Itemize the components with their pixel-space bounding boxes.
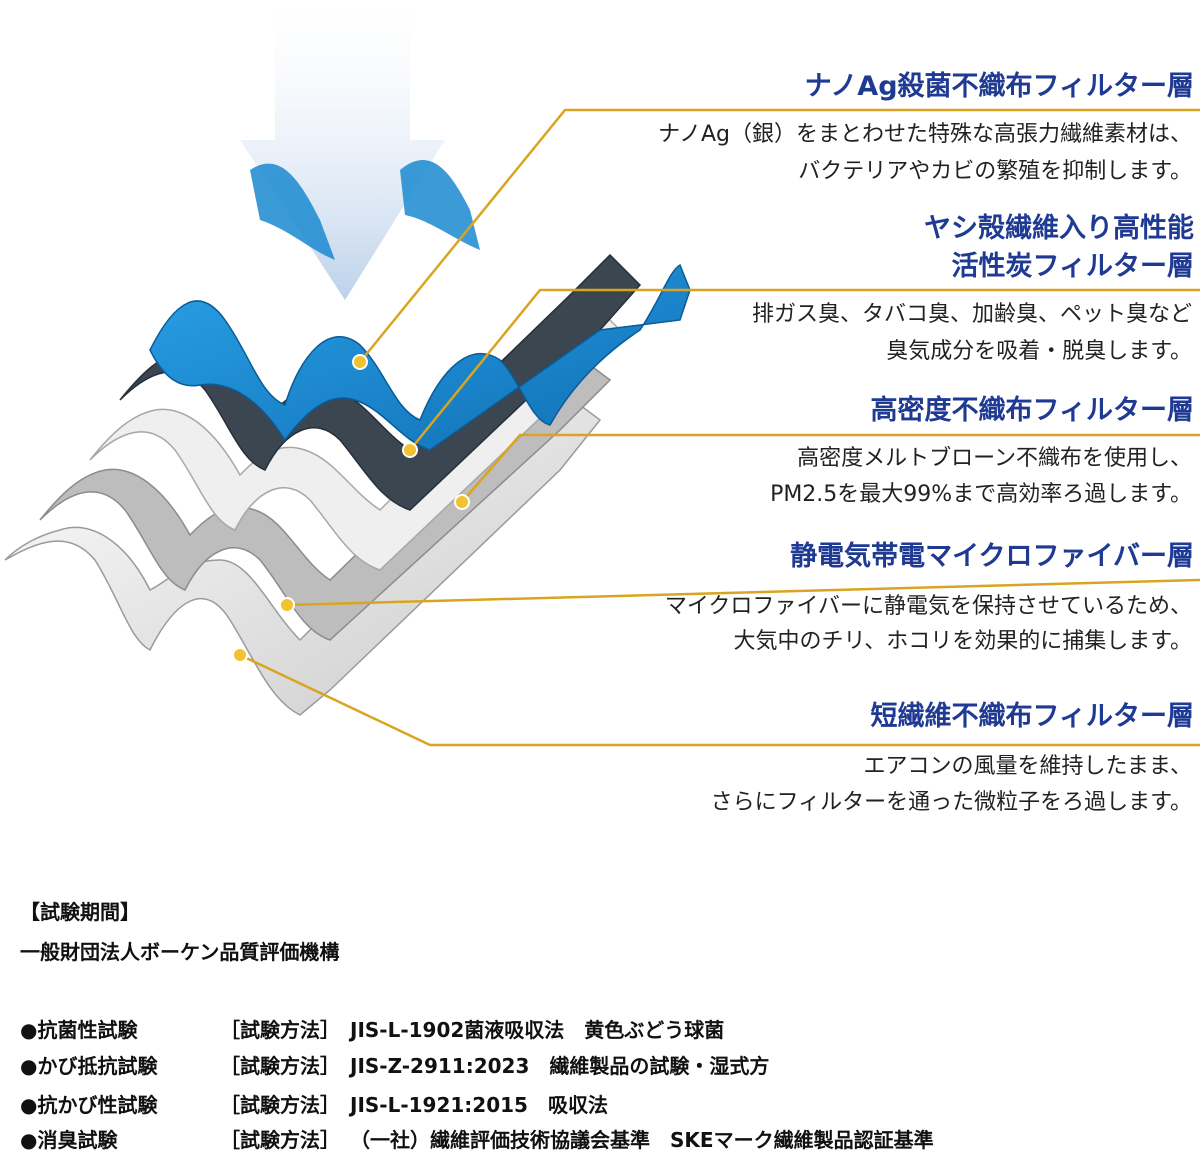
layer-desc-carbon-line1: 排ガス臭、タバコ臭、加齢臭、ペット臭など <box>751 302 1192 327</box>
layer-microfiber-shape <box>39 349 612 641</box>
leader-dot-short-fiber <box>232 647 248 663</box>
filter-layers-illustration <box>4 0 1200 747</box>
layer-title-carbon-line2: 活性炭フィルター層 <box>951 251 1194 282</box>
leader-dot-nano-ag <box>352 354 368 370</box>
layer-desc-microfiber-line2: 大気中のチリ、ホコリを効果的に捕集します。 <box>733 629 1192 654</box>
layer-desc-short-fiber-line2: さらにフィルターを通った微粒子をろ過します。 <box>710 790 1192 815</box>
leader-dots <box>232 354 470 663</box>
layer-desc-carbon-line2: 臭気成分を吸着・脱臭します。 <box>886 339 1192 364</box>
test-method-label: ［試験方法］ <box>220 1018 340 1042</box>
airflow-arrow-icon <box>240 0 445 300</box>
layer-desc-high-density-line1: 高密度メルトブローン不織布を使用し、 <box>797 446 1192 471</box>
layer-desc-high-density-line2: PM2.5を最大99%まで高効率ろ過します。 <box>770 482 1192 507</box>
leader-line-short-fiber <box>239 653 1200 747</box>
leader-line-nano-ag <box>359 108 1200 363</box>
test-name: ●抗かび性試験 <box>20 1093 158 1117</box>
layer-title-short-fiber: 短繊維不織布フィルター層 <box>870 701 1194 732</box>
test-name: ●抗菌性試験 <box>20 1018 138 1042</box>
leader-lines <box>239 108 1200 747</box>
test-name: ●消臭試験 <box>20 1128 118 1152</box>
test-standard: JIS-L-1921:2015 吸収法 <box>350 1093 608 1117</box>
leader-dot-microfiber <box>279 597 295 613</box>
leader-dot-high-density <box>454 494 470 510</box>
leader-line-microfiber <box>286 578 1200 607</box>
test-standard: JIS-Z-2911:2023 繊維製品の試験・湿式方 <box>350 1054 770 1078</box>
layer-nano-ag-shape <box>149 159 691 451</box>
test-organization: 一般財団法人ボーケン品質評価機構 <box>20 940 340 964</box>
layer-desc-nano-ag-line2: バクテリアやカビの繁殖を抑制します。 <box>798 159 1192 184</box>
leader-dot-carbon <box>402 442 418 458</box>
layer-desc-short-fiber-line1: エアコンの風量を維持したまま、 <box>863 754 1192 779</box>
test-standard: （一社）繊維評価技術協議会基準 SKEマーク繊維製品認証基準 <box>350 1128 934 1152</box>
layer-desc-nano-ag-line1: ナノAg（銀）をまとわせた特殊な高張力繊維素材は、 <box>658 122 1192 147</box>
leader-line-high-density <box>461 433 1200 503</box>
leader-line-carbon <box>409 288 1200 451</box>
layer-title-microfiber: 静電気帯電マイクロファイバー層 <box>790 541 1194 572</box>
test-name: ●かび抵抗試験 <box>20 1054 158 1078</box>
test-standard: JIS-L-1902菌液吸収法 黄色ぶどう球菌 <box>350 1018 725 1042</box>
layer-title-high-density: 高密度不織布フィルター層 <box>870 395 1194 426</box>
layer-title-carbon-line1: ヤシ殻繊維入り高性能 <box>924 213 1194 244</box>
test-method-label: ［試験方法］ <box>220 1093 340 1117</box>
test-method-label: ［試験方法］ <box>220 1054 340 1078</box>
layer-title-nano-ag: ナノAg殺菌不織布フィルター層 <box>804 71 1194 102</box>
layer-desc-microfiber-line1: マイクロファイバーに静電気を保持させているため、 <box>664 594 1192 619</box>
test-method-label: ［試験方法］ <box>220 1128 340 1152</box>
layer-short-fiber-shape <box>4 389 602 716</box>
test-period-label: 【試験期間】 <box>20 900 140 924</box>
